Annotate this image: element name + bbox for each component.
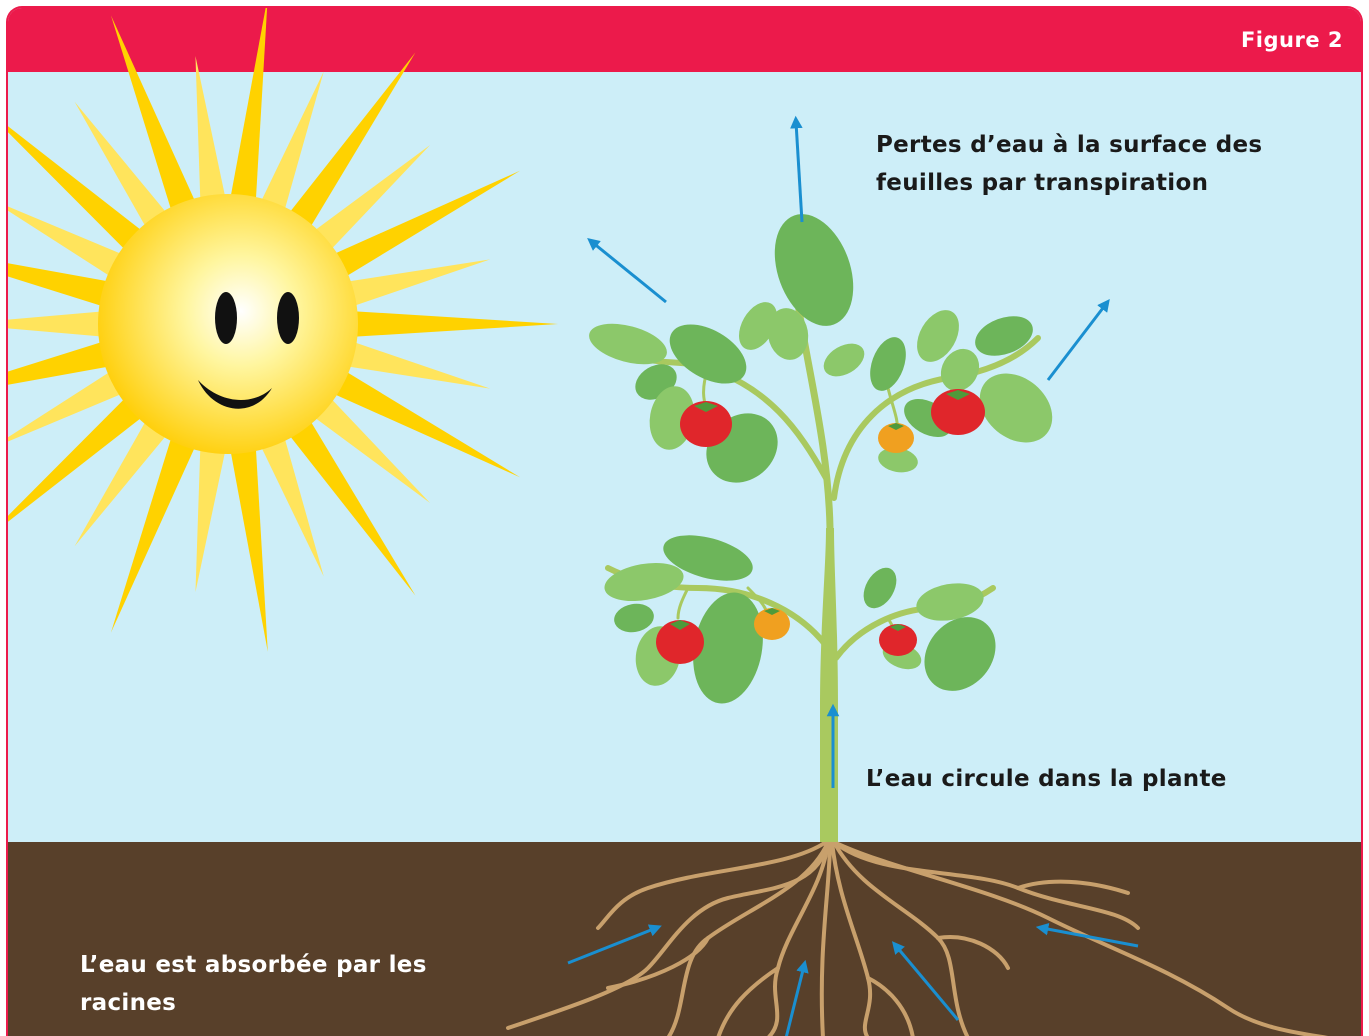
transpiration-label: Pertes d’eau à la surface des feuilles p… <box>876 132 1263 196</box>
figure-label: Figure 2 <box>1240 28 1343 52</box>
leaf <box>916 583 984 621</box>
sun-ray <box>327 367 521 478</box>
diagram-canvas <box>8 8 1329 1036</box>
sun-ray <box>8 393 148 522</box>
root-icon <box>506 840 1329 1036</box>
figure-header: Figure 2 <box>8 8 1361 72</box>
leaf <box>739 302 777 350</box>
sun-icon <box>8 8 558 652</box>
sun-ray <box>340 339 491 389</box>
sun-ray <box>74 414 172 547</box>
sun-left-eye <box>215 292 237 344</box>
sun-ray <box>327 170 521 281</box>
tomato-icon <box>656 389 985 664</box>
leaf <box>863 567 897 609</box>
leaf <box>878 447 918 473</box>
sun-mouth <box>198 380 272 409</box>
sun-ray <box>8 367 129 442</box>
leaf <box>975 316 1033 356</box>
sun-ray <box>8 126 148 255</box>
sun-ray <box>110 430 199 633</box>
leaf <box>940 348 980 392</box>
leaf <box>614 603 654 633</box>
sun-ray <box>74 101 172 234</box>
sun-ray <box>308 393 431 504</box>
sun-ray <box>284 414 416 596</box>
sun-ray <box>110 15 199 218</box>
leaf-cluster <box>589 214 1053 704</box>
sun-ray <box>8 263 116 309</box>
sun-ray <box>229 8 268 208</box>
sun-ray <box>195 55 227 208</box>
leaf <box>669 324 747 384</box>
leaf <box>693 592 763 704</box>
leaf <box>663 535 753 581</box>
sun-ray <box>308 144 431 255</box>
sun-ray <box>195 440 227 593</box>
sun-ray <box>8 310 109 338</box>
plant-icon <box>589 214 1053 842</box>
sun-ray <box>229 440 268 652</box>
sun-ray <box>8 206 129 281</box>
arrow-icon <box>567 115 1139 1036</box>
sun-ray <box>340 259 491 309</box>
sun-ray <box>8 339 116 385</box>
sun-ray <box>257 71 324 218</box>
sun-ray <box>257 430 324 577</box>
absorption-label: L’eau est absorbée par les racines <box>80 952 427 1016</box>
leaf <box>917 310 959 362</box>
leaf <box>924 617 996 691</box>
leaf <box>870 337 906 391</box>
sun-right-eye <box>277 292 299 344</box>
soil-background <box>8 842 1361 1036</box>
sun-ray <box>347 310 558 338</box>
circulation-label: L’eau circule dans la plante <box>866 766 1227 792</box>
leaf <box>767 308 809 360</box>
leaf <box>589 323 667 365</box>
leaf <box>604 562 684 602</box>
sun-ray <box>284 52 416 234</box>
leaf <box>823 343 865 377</box>
leaf <box>774 214 854 326</box>
figure-frame: Figure 2 <box>6 6 1363 1036</box>
leaf <box>979 373 1053 443</box>
